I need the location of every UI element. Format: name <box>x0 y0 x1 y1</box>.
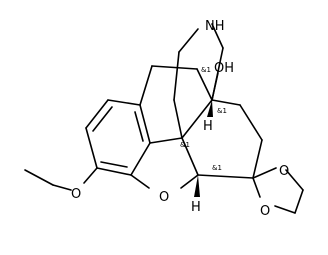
furan-oxygen-label: O <box>159 190 169 205</box>
stereo-label-c14: &1 <box>201 66 211 74</box>
methoxy-oxygen-label: O <box>71 187 81 202</box>
hydrogen-label-top: H <box>203 119 213 134</box>
carbon-framework <box>139 28 263 179</box>
furan-bridge <box>130 137 199 189</box>
aromatic-ring <box>85 99 151 176</box>
methoxy-group <box>24 167 98 191</box>
nh-label: NH <box>205 19 225 34</box>
dioxolane-oxygen-bottom-label: O <box>260 204 270 219</box>
stereo-label-c5: &1 <box>212 164 222 172</box>
hydride-wedge-top <box>207 100 213 117</box>
hydride-wedge-bottom <box>194 175 200 197</box>
dioxolane-oxygen-top-label: O <box>279 164 289 179</box>
hydroxyl-bond <box>211 72 219 101</box>
hydrogen-label-bottom: H <box>191 200 201 215</box>
oh-label: OH <box>214 61 234 76</box>
dioxolane-ring <box>252 167 304 214</box>
stereo-label-c13: &1 <box>217 107 227 115</box>
stereo-label-c9: &1 <box>180 141 190 149</box>
